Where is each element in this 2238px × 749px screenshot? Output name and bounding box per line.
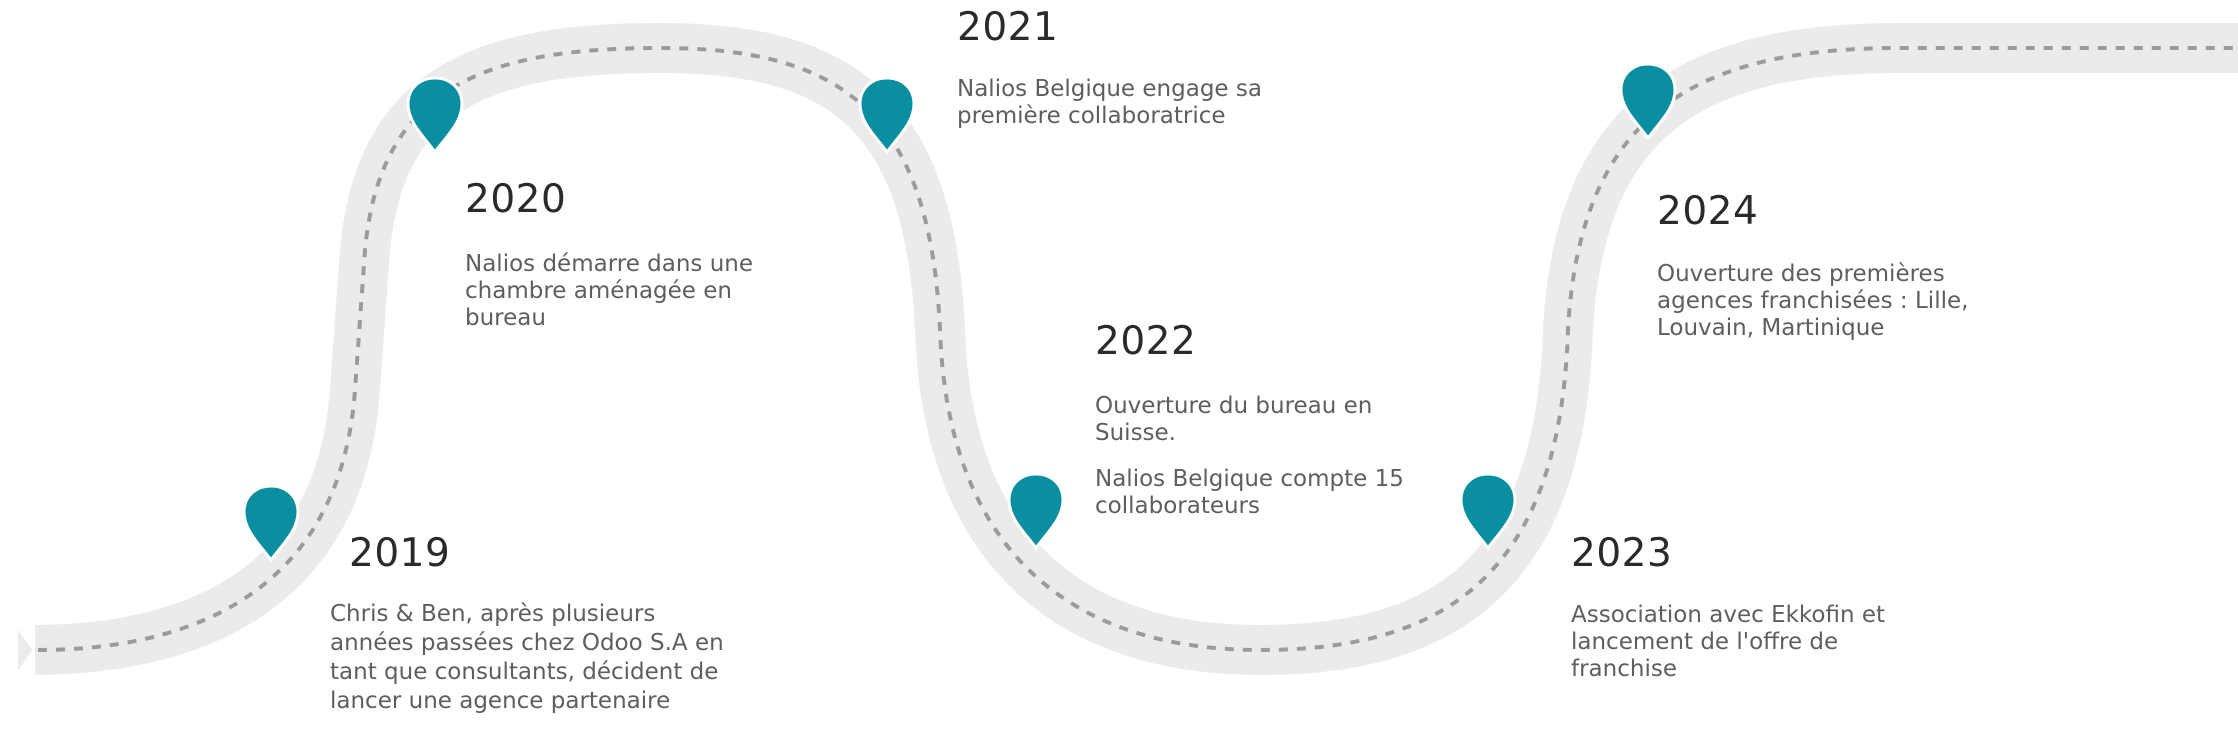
milestone-2024: 2024 Ouverture des premières agences fra… [1657, 192, 2037, 342]
road-start-cap [15, 625, 35, 675]
milestone-description-line: Nalios démarre dans une chambre aménagée… [465, 251, 754, 331]
milestone-description: Ouverture des premières agences franchis… [1657, 261, 2037, 342]
milestone-description-line: Ouverture du bureau en Suisse. [1095, 393, 1373, 446]
milestone-year: 2021 [957, 5, 1059, 50]
milestone-year: 2023 [1571, 531, 1673, 576]
milestone-year: 2019 [349, 531, 451, 576]
milestone-description: Association avec Ekkofin et lancement de… [1571, 602, 1901, 683]
milestone-description-line: Chris & Ben, après plusieurs années pass… [330, 601, 724, 714]
milestone-description: Nalios Belgique engage sa première colla… [957, 76, 1297, 130]
map-pin-icon [1619, 62, 1677, 141]
milestone-2020: 2020 Nalios démarre dans une chambre amé… [465, 180, 795, 332]
map-pin-icon [242, 484, 300, 563]
milestone-description: Nalios démarre dans une chambre aménagée… [465, 251, 795, 332]
map-pin-icon [406, 76, 464, 155]
milestone-year: 2022 [1095, 319, 1197, 364]
milestone-2023: 2023 Association avec Ekkofin et lanceme… [1571, 534, 1901, 683]
map-pin-icon [1459, 472, 1517, 551]
milestone-description: Chris & Ben, après plusieurs années pass… [330, 600, 740, 716]
map-pin-icon [1007, 472, 1065, 551]
milestone-description-line: Association avec Ekkofin et lancement de… [1571, 602, 1886, 682]
milestone-year: 2020 [465, 177, 567, 222]
milestone-2022: 2022 Ouverture du bureau en Suisse. Nali… [1095, 322, 1435, 520]
milestone-description: Ouverture du bureau en Suisse. Nalios Be… [1095, 393, 1435, 520]
milestone-year: 2024 [1657, 189, 1759, 234]
milestone-description-line: Nalios Belgique compte 15 collaborateurs [1095, 466, 1404, 519]
milestone-2021: 2021 Nalios Belgique engage sa première … [957, 8, 1297, 130]
milestone-2019: 2019 Chris & Ben, après plusieurs années… [330, 534, 740, 716]
milestone-description-line: Nalios Belgique engage sa première colla… [957, 76, 1262, 129]
milestone-description-line: Ouverture des premières agences franchis… [1657, 261, 1969, 341]
map-pin-icon [858, 76, 916, 155]
